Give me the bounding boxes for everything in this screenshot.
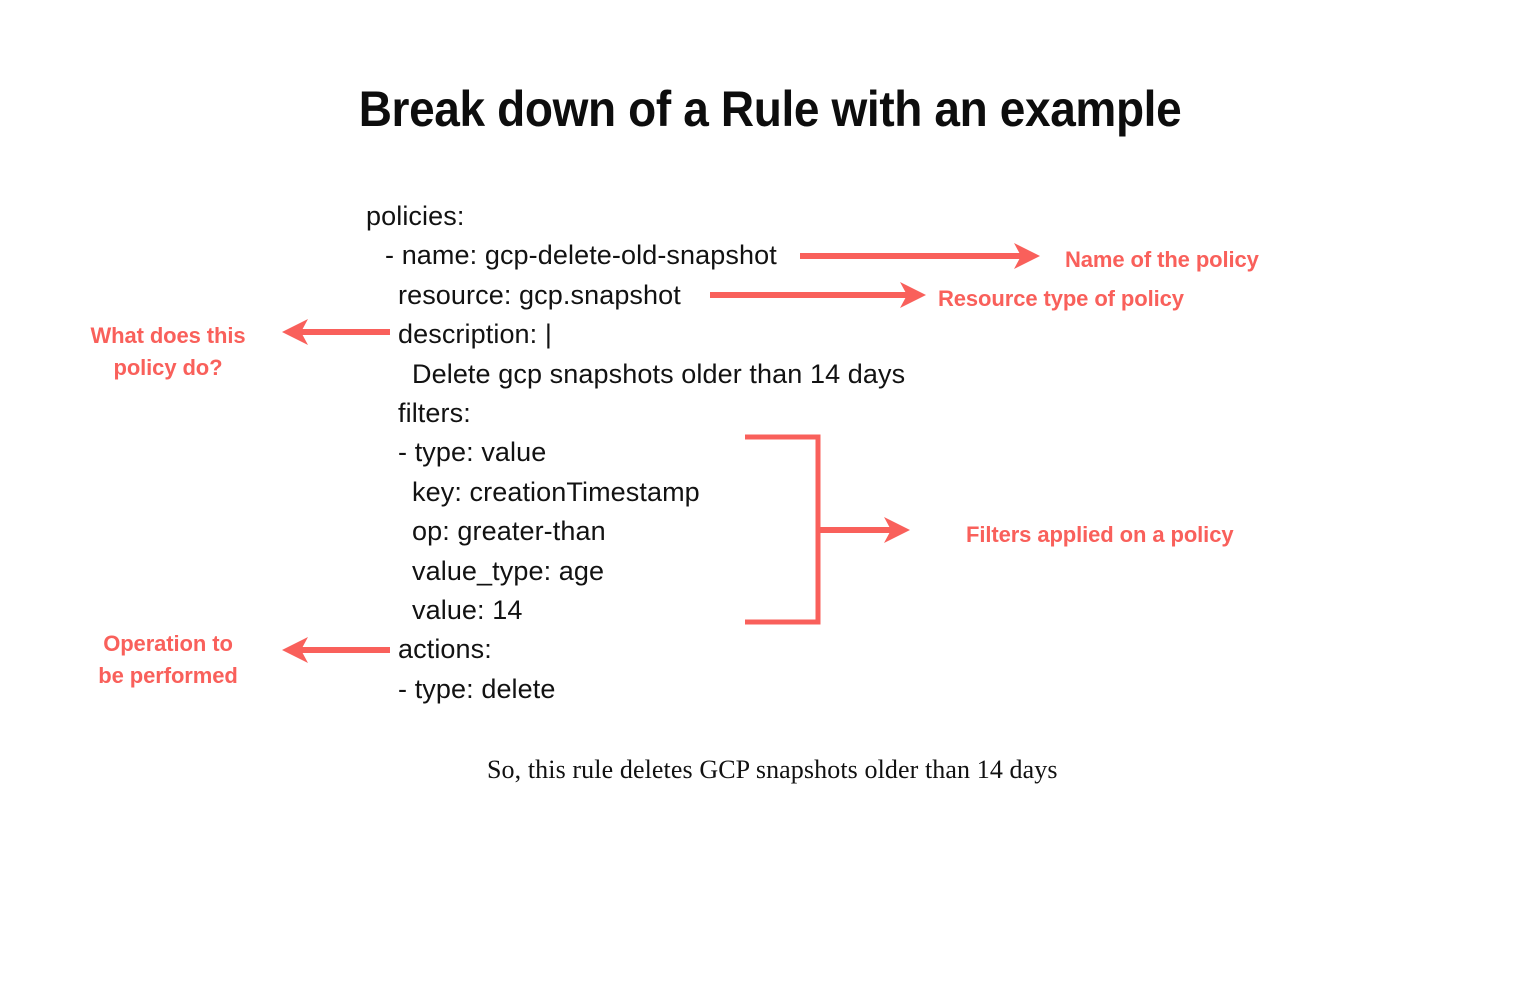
annotation-what-does-policy-do: What does this policy do? (90, 323, 246, 380)
summary-caption: So, this rule deletes GCP snapshots olde… (487, 755, 1058, 784)
yaml-line: - type: value (398, 437, 547, 468)
yaml-policy-block: policies: - name: gcp-delete-old-snapshot… (366, 197, 905, 709)
yaml-line: value_type: age (412, 555, 605, 586)
annotation-operation-performed: Operation to be performed (98, 631, 238, 688)
yaml-line: Delete gcp snapshots older than 14 days (412, 358, 906, 389)
annotation-resource-type: Resource type of policy (938, 286, 1184, 311)
yaml-line: actions: (398, 634, 492, 665)
annotation-filters-applied: Filters applied on a policy (966, 522, 1234, 547)
yaml-line: value: 14 (412, 594, 523, 625)
yaml-line: policies: (366, 201, 465, 231)
annotation-name-of-policy: Name of the policy (1065, 247, 1259, 272)
yaml-line: resource: gcp.snapshot (398, 279, 681, 310)
yaml-line: op: greater-than (412, 516, 606, 547)
yaml-line: - type: delete (398, 673, 556, 704)
yaml-line: - name: gcp-delete-old-snapshot (385, 240, 777, 271)
yaml-line: description: | (398, 319, 552, 350)
page-title: Break down of a Rule with an example (358, 81, 1182, 137)
yaml-line: filters: (398, 397, 471, 428)
yaml-line: key: creationTimestamp (412, 476, 700, 507)
